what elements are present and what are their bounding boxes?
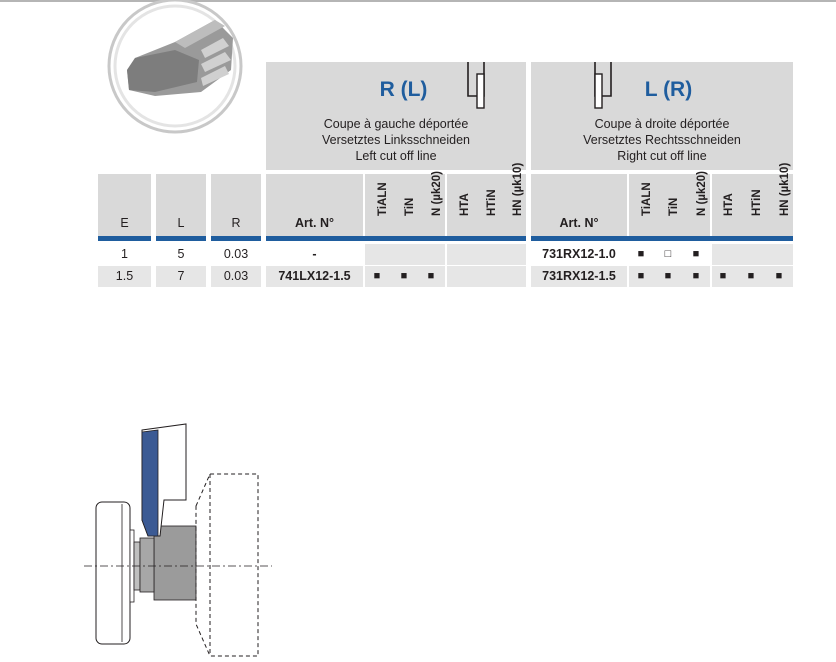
row-shade	[531, 266, 627, 287]
table-cell: TiALN	[377, 182, 389, 216]
col-header-r: R	[211, 174, 261, 236]
table-cell: ■	[692, 270, 700, 282]
table-cell: ■	[637, 270, 645, 282]
col-hta-right: HTA	[717, 154, 735, 228]
col-htin-left: HTiN	[480, 154, 498, 228]
col-header-coatings-right-a: TiALN TiN N (µk20)	[629, 171, 710, 236]
table-cell: ■	[427, 270, 435, 282]
accent-bar	[211, 236, 261, 241]
table-cell: ■	[719, 270, 727, 282]
table-cell: □	[664, 248, 672, 260]
table-cell: 5	[177, 247, 185, 261]
table-cell: ■	[747, 270, 755, 282]
col-tialn-left: TiALN	[371, 154, 389, 228]
desc-right-en: Right cut off line	[617, 149, 707, 163]
row-shade	[447, 266, 526, 287]
table-cell: TiN	[668, 197, 680, 216]
table-cell: Art. N°	[559, 216, 599, 230]
col-header-art-left: Art. N°	[266, 174, 363, 236]
right-cut-icon	[594, 62, 612, 109]
desc-left-en: Left cut off line	[355, 149, 437, 163]
col-header-coatings-left-a: TiALN TiN N (µk20)	[365, 171, 445, 236]
table-cell: TiN	[404, 197, 416, 216]
table-cell: 1.5	[115, 269, 134, 283]
table-cell: 0.03	[223, 269, 249, 283]
row-shade	[98, 266, 151, 287]
header-left-cut: R (L) Coupe à gauche déportée Versetztes…	[266, 62, 526, 170]
table-cell: -	[312, 247, 317, 261]
desc-left-fr: Coupe à gauche déportée	[323, 117, 469, 131]
table-row: 1 5 0.03 - 731RX12-1.0 ■ □ ■	[0, 244, 836, 266]
code-right: L (R)	[644, 78, 693, 101]
row-shade	[266, 266, 363, 287]
col-tialn-right: TiALN	[635, 154, 653, 228]
row-shade	[365, 266, 445, 287]
insert-tip-illustration	[107, 0, 243, 134]
table-cell: N (µk20)	[431, 171, 443, 216]
left-cut-icon	[467, 62, 485, 109]
table-cell: TiALN	[641, 182, 653, 216]
table-cell: HN (µk10)	[512, 162, 524, 216]
table-cell: HN (µk10)	[779, 162, 791, 216]
table-cell: ■	[637, 248, 645, 260]
col-htin-right: HTiN	[745, 154, 763, 228]
table-cell: 741LX12-1.5	[278, 269, 351, 283]
table-cell: L	[177, 216, 185, 230]
col-hn-left: HN (µk10)	[506, 154, 524, 228]
col-header-coatings-left-b: HTA HTiN HN (µk10)	[447, 163, 526, 236]
col-n-right: N (µk20)	[690, 154, 708, 228]
table-cell: E	[120, 216, 129, 230]
table-cell: N (µk20)	[696, 171, 708, 216]
table-cell: R	[231, 216, 241, 230]
col-n-left: N (µk20)	[425, 154, 443, 228]
table-cell: ■	[775, 270, 783, 282]
table-cell: HTA	[459, 193, 471, 216]
table-cell: 731RX12-1.0	[542, 247, 616, 261]
top-border-line	[0, 0, 836, 2]
accent-bar	[266, 236, 526, 241]
table-cell: ■	[664, 270, 672, 282]
table-cell: 731RX12-1.5	[542, 269, 616, 283]
header-right-cut: L (R) Coupe à droite déportée Versetztes…	[531, 62, 793, 170]
col-header-l: L	[156, 174, 206, 236]
table-cell: ■	[692, 248, 700, 260]
table-cell: HTA	[723, 193, 735, 216]
code-left: R (L)	[379, 78, 428, 101]
desc-right-de: Versetztes Rechtsschneiden	[583, 133, 741, 147]
table-row: 1.5 7 0.03 741LX12-1.5 ■ ■ ■ 731RX12-1.5…	[0, 266, 836, 288]
col-tin-left: TiN	[398, 154, 416, 228]
accent-bar	[98, 236, 151, 241]
cutting-diagram	[84, 423, 272, 657]
table-cell: 1	[121, 247, 128, 261]
col-header-e: E	[98, 174, 151, 236]
col-hta-left: HTA	[453, 154, 471, 228]
row-shade	[156, 266, 206, 287]
col-hn-right: HN (µk10)	[773, 154, 791, 228]
table-cell: Art. N°	[294, 216, 335, 230]
table-cell: ■	[373, 270, 381, 282]
row-shade	[712, 266, 793, 287]
table-cell: ■	[400, 270, 408, 282]
accent-bar	[156, 236, 206, 241]
row-shade	[629, 266, 710, 287]
table-cell: 0.03	[223, 247, 249, 261]
col-header-art-right: Art. N°	[531, 174, 627, 236]
table-cell: HTiN	[486, 189, 498, 216]
desc-left-de: Versetztes Linksschneiden	[321, 133, 470, 147]
row-shade	[211, 266, 261, 287]
table-cell: 7	[177, 269, 185, 283]
col-header-coatings-right-b: HTA HTiN HN (µk10)	[712, 163, 793, 236]
col-tin-right: TiN	[662, 154, 680, 228]
desc-right-fr: Coupe à droite déportée	[594, 117, 730, 131]
accent-bar	[531, 236, 793, 241]
table-cell: HTiN	[751, 189, 763, 216]
